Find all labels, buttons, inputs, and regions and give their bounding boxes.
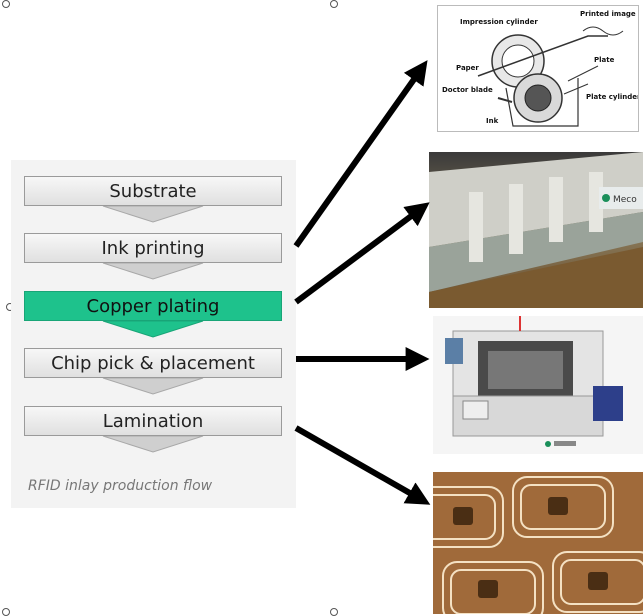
- flow-caption: RFID inlay production flow: [28, 478, 213, 494]
- down-arrow-icon: [102, 206, 204, 223]
- down-arrow-icon: [102, 436, 204, 453]
- flow-step-ink-printing: Ink printing: [24, 233, 282, 280]
- flow-step-lamination: Lamination: [24, 406, 282, 453]
- down-arrow-icon: [102, 263, 204, 280]
- ink-trough: [505, 78, 579, 127]
- pick-and-place-image: [445, 316, 623, 447]
- selection-handle[interactable]: [330, 0, 338, 8]
- selection-handle[interactable]: [2, 0, 10, 8]
- step-label: Chip pick & placement: [24, 348, 282, 378]
- arrow-to-gravure: [293, 60, 428, 248]
- label-plate: Plate: [594, 56, 615, 64]
- plating-line-image: Meco: [429, 152, 643, 308]
- flow-step-substrate: Substrate: [24, 176, 282, 223]
- label-plate-cylinder: Plate cylinder: [586, 93, 638, 101]
- arrow-to-antenna: [294, 425, 431, 505]
- gravure-printing-diagram: Impression cylinder Printed image Paper …: [437, 5, 639, 132]
- antenna-inlay-image: [433, 472, 643, 614]
- press-brand-label: Meco: [613, 195, 637, 205]
- paper-path: [477, 35, 608, 77]
- label-impression-cylinder: Impression cylinder: [460, 18, 538, 26]
- pick-and-place-machine-photo: [433, 316, 643, 454]
- arrow-to-press: [294, 202, 430, 305]
- gravure-schematic: Impression cylinder Printed image Paper …: [442, 10, 638, 127]
- rfid-antenna-inlay-photo: [433, 472, 643, 614]
- down-arrow-icon: [102, 321, 204, 338]
- label-ink: Ink: [486, 117, 499, 125]
- label-printed-image: Printed image: [580, 10, 636, 18]
- doctor-blade-shape: [497, 97, 513, 103]
- flow-step-copper-plating: Copper plating: [24, 291, 282, 338]
- label-paper: Paper: [456, 64, 479, 72]
- step-label: Substrate: [24, 176, 282, 206]
- flow-step-chip-placement: Chip pick & placement: [24, 348, 282, 395]
- label-doctor-blade: Doctor blade: [442, 86, 493, 94]
- process-flow-diagram: Substrate Ink printing Copper plating Ch…: [11, 160, 296, 508]
- plating-line-photo: Meco: [429, 152, 643, 308]
- down-arrow-icon: [102, 378, 204, 395]
